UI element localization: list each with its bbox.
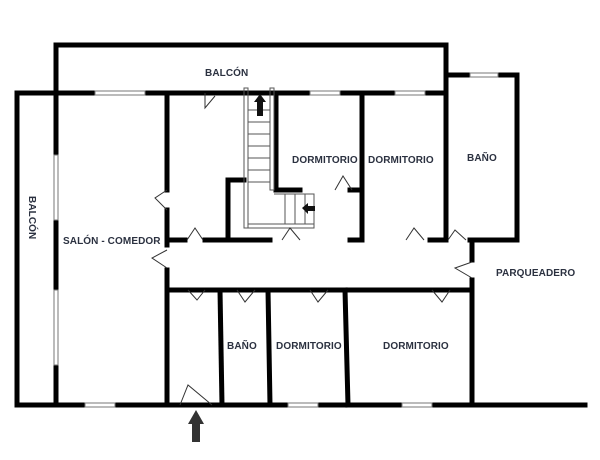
- stairs: [243, 87, 315, 229]
- arrow-up-icon: [254, 94, 266, 116]
- room-label-parqueadero: PARQUEADERO: [496, 268, 576, 279]
- room-label-bano-bottom: BAÑO: [227, 341, 257, 352]
- room-label-dormitorio-2: DORMITORIO: [368, 155, 434, 166]
- room-label-bano-top: BAÑO: [467, 153, 497, 164]
- doors: [151, 93, 473, 406]
- room-label-salon-comedor: SALÓN - COMEDOR: [63, 236, 161, 247]
- windows: [53, 72, 499, 408]
- room-label-balcon-left: BALCÓN: [26, 196, 37, 240]
- room-label-dormitorio-1: DORMITORIO: [292, 155, 358, 166]
- room-label-balcon-top: BALCÓN: [205, 68, 249, 79]
- room-label-dormitorio-3: DORMITORIO: [276, 341, 342, 352]
- room-label-dormitorio-4: DORMITORIO: [383, 341, 449, 352]
- entry-arrow-icon: [188, 410, 204, 442]
- arrow-left-icon: [302, 203, 315, 214]
